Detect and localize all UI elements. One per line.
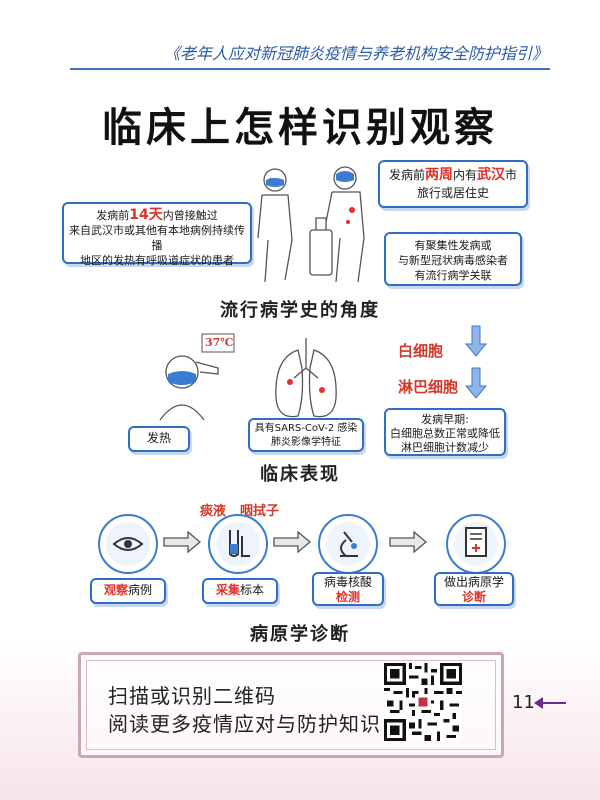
lung-imaging-box: 具有SARS-CoV-2 感染 肺炎影像学特征 bbox=[248, 418, 364, 452]
contact-text-1: 发病前 bbox=[96, 209, 130, 222]
cluster-line-3: 有流行病学关联 bbox=[414, 269, 492, 282]
early-stage-box: 发病早期: 白细胞总数正常或降低 淋巴细胞计数减少 bbox=[384, 408, 506, 456]
step-arrow-3 bbox=[389, 530, 428, 554]
travel-city: 武汉 bbox=[477, 167, 505, 183]
travel-line-2: 旅行或居住史 bbox=[416, 186, 489, 200]
early-line-2: 白细胞总数正常或降低 bbox=[390, 427, 500, 440]
qr-code[interactable] bbox=[384, 663, 462, 741]
step-diagnose: 做出病原学诊断 bbox=[434, 572, 514, 606]
contact-text-2: 内曾接触过 bbox=[162, 209, 218, 222]
step-collect-red: 采集 bbox=[215, 583, 240, 597]
fever-box: 发热 bbox=[128, 426, 190, 452]
cluster-line-2: 与新型冠状病毒感染者 bbox=[398, 254, 508, 267]
report-icon bbox=[465, 527, 487, 557]
page-number: 11 bbox=[512, 692, 535, 713]
step-observe-red: 观察 bbox=[103, 583, 128, 597]
step-diagnose-red: 诊断 bbox=[461, 590, 486, 604]
detect-step-circle bbox=[318, 514, 378, 574]
header: 《老年人应对新冠肺炎疫情与养老机构安全防护指引》 bbox=[0, 0, 600, 70]
step-collect-text: 标本 bbox=[240, 583, 265, 597]
lymphocyte-label: 淋巴细胞 bbox=[398, 378, 459, 396]
contact-days: 14天 bbox=[129, 207, 163, 223]
clinical-label: 临床表现 bbox=[260, 464, 340, 485]
step-observe: 观察病例 bbox=[90, 578, 166, 604]
lung-line-2: 肺炎影像学特征 bbox=[271, 437, 341, 448]
step-observe-text: 病例 bbox=[128, 583, 153, 597]
page-title: 临床上怎样识别观察 bbox=[102, 105, 498, 151]
travel-weeks: 两周 bbox=[424, 167, 453, 183]
header-title: 《老年人应对新冠肺炎疫情与养老机构安全防护指引》 bbox=[163, 44, 548, 63]
cluster-box: 有聚集性发病或 与新型冠状病毒感染者 有流行病学关联 bbox=[384, 232, 522, 286]
lung-line-1: 具有SARS-CoV-2 感染 bbox=[254, 423, 358, 434]
test-tube-icon bbox=[229, 530, 250, 557]
observe-step-circle bbox=[98, 514, 158, 574]
travel-text-3: 市 bbox=[505, 168, 518, 182]
collect-step-circle bbox=[208, 514, 268, 574]
page-arrow-icon bbox=[534, 697, 566, 709]
header-rule bbox=[70, 68, 550, 70]
qr-line-2: 阅读更多疫情应对与防护知识 bbox=[108, 712, 381, 736]
decrease-arrows bbox=[464, 325, 488, 399]
travel-text-2: 内有 bbox=[452, 168, 477, 182]
lungs-illustration bbox=[275, 338, 337, 418]
eye-icon bbox=[112, 537, 144, 551]
step-arrow-2 bbox=[273, 530, 312, 554]
microscope-icon bbox=[340, 531, 358, 557]
travel-text-1: 发病前 bbox=[388, 168, 425, 182]
step-detect-text: 病毒核酸 bbox=[323, 575, 372, 589]
travelers-illustration bbox=[257, 166, 365, 283]
step-diagnose-text: 做出病原学 bbox=[443, 575, 504, 589]
wbc-label: 白细胞 bbox=[398, 342, 444, 360]
epidemiology-label: 流行病学史的角度 bbox=[220, 300, 380, 321]
step-detect: 病毒核酸检测 bbox=[312, 572, 384, 606]
travel-history-box: 发病前两周内有武汉市 旅行或居住史 bbox=[378, 160, 528, 208]
pathogen-label: 病原学诊断 bbox=[250, 624, 350, 645]
contact-history-box: 发病前14天内曾接触过 来自武汉市或其他有本地病例持续传播 地区的发热有呼吸道症… bbox=[62, 202, 252, 267]
sample-label-sputum: 痰液 bbox=[200, 504, 227, 519]
contact-line-3: 地区的发热有呼吸道症状的患者 bbox=[80, 254, 234, 267]
qr-line-1: 扫描或识别二维码 bbox=[108, 684, 276, 708]
step-detect-red: 检测 bbox=[335, 590, 360, 604]
diagnose-step-circle bbox=[446, 514, 506, 574]
thermometer-reading: 37℃ bbox=[205, 336, 234, 349]
cluster-line-1: 有聚集性发病或 bbox=[414, 239, 492, 252]
fever-person-illustration bbox=[159, 333, 235, 421]
early-line-1: 发病早期: bbox=[421, 413, 469, 426]
step-collect: 采集标本 bbox=[202, 578, 278, 604]
sample-label-swab: 咽拭子 bbox=[240, 504, 280, 519]
early-line-3: 淋巴细胞计数减少 bbox=[401, 441, 489, 454]
contact-line-2: 来自武汉市或其他有本地病例持续传播 bbox=[69, 224, 245, 252]
step-arrow-1 bbox=[163, 530, 202, 554]
